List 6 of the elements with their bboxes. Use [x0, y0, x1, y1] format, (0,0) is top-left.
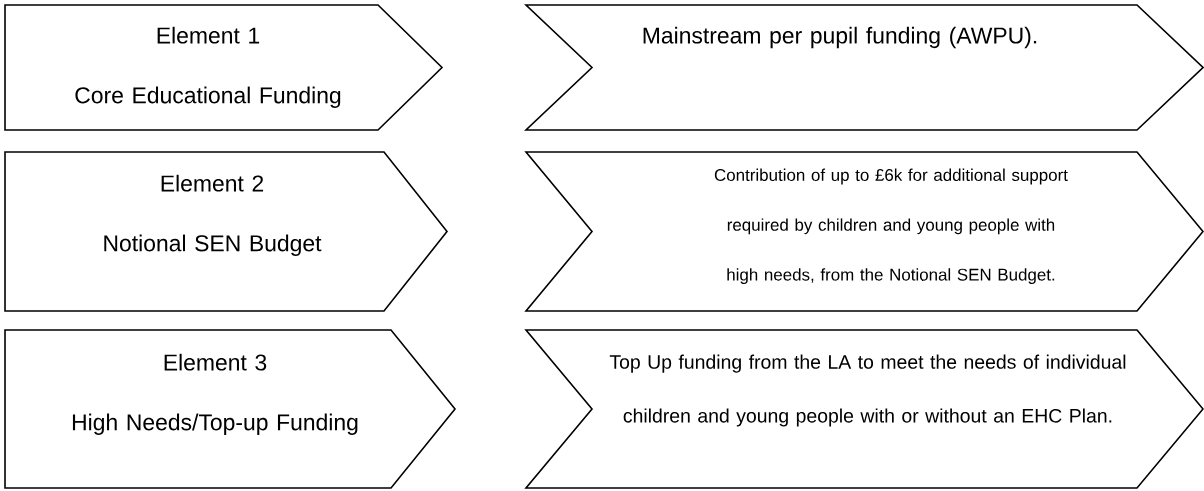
- description-box: Contribution of up to £6k for additional support required by children and young people with high needs, from the Notional SEN Budget.: [524, 151, 1204, 312]
- description-box: Top Up funding from the LA to meet the needs of individual children and young people with or without an EHC Plan.: [524, 329, 1204, 489]
- description-box: Mainstream per pupil funding (AWPU).: [524, 4, 1204, 131]
- element-box: Element 1 Core Educational Funding: [4, 4, 444, 131]
- element-box: Element 3 High Needs/Top-up Funding: [4, 329, 457, 489]
- element-box: Element 2 Notional SEN Budget: [4, 151, 449, 312]
